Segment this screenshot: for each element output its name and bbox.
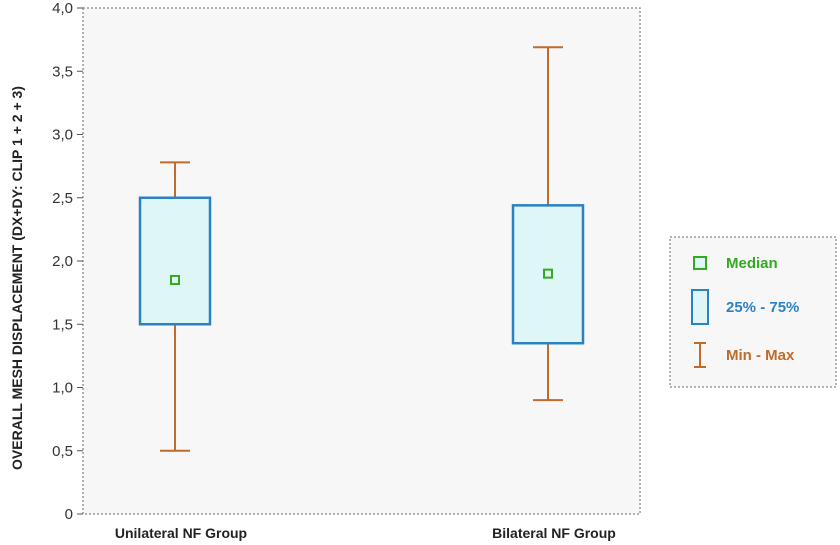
box-group [511,46,585,402]
y-axis: 0 0,5 1,0 1,5 2,0 2,5 3,0 3,5 4,0 [52,0,83,523]
x-category-label: Bilateral NF Group [492,525,616,541]
y-tick-label: 4,0 [52,0,73,17]
box-group [138,161,212,452]
x-category-label: Unilateral NF Group [115,525,247,541]
median-marker [543,268,553,279]
y-tick-label: 1,0 [52,380,73,397]
legend-range-swatch [694,342,706,368]
y-tick-label: 3,0 [52,127,73,144]
y-tick-label: 3,5 [52,63,73,80]
legend-label: 25% - 75% [726,299,799,316]
y-tick-label: 0,5 [52,443,73,460]
median-marker [170,274,180,285]
legend-label: Min - Max [726,347,795,364]
legend-iqr-swatch [691,289,709,325]
y-tick-label: 1,5 [52,316,73,333]
legend: Median 25% - 75% Min - Max [669,236,837,388]
legend-median-swatch [693,256,707,270]
y-tick-label: 0 [65,506,73,523]
y-axis-title: OVERALL MESH DISPLACEMENT (DX+DY: CLIP 1… [9,86,25,470]
y-tick-label: 2,5 [52,190,73,207]
x-axis: Unilateral NF Group Bilateral NF Group [115,525,616,541]
iqr-box [138,196,212,326]
legend-label: Median [726,255,778,272]
y-tick-label: 2,0 [52,253,73,270]
box-groups [138,46,585,452]
